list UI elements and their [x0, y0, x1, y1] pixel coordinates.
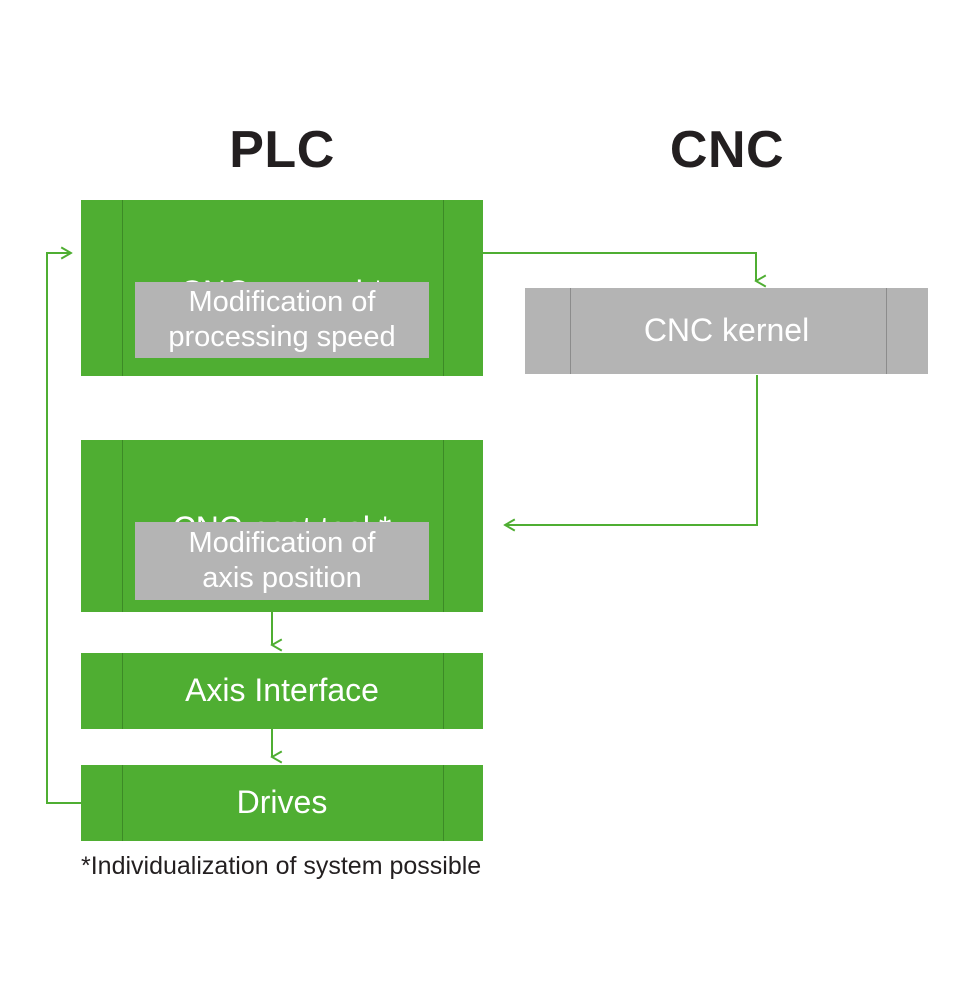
column-heading-plc: PLC — [229, 121, 335, 179]
block-divider-left — [570, 288, 571, 374]
inner-box-label-axis-position: Modification of axis position — [188, 527, 376, 594]
block-divider-right — [443, 440, 444, 612]
inner-box-label-processing-speed: Modification of processing speed — [168, 286, 396, 353]
block-cnc-kernel[interactable]: CNC kernel — [525, 288, 928, 374]
block-title-axis-interface: Axis Interface — [185, 672, 379, 709]
block-divider-right — [886, 288, 887, 374]
column-heading-cnc: CNC — [669, 121, 785, 179]
connector-pre-task-to-kernel — [483, 252, 756, 281]
block-cnc-post-task[interactable]: CNC post task* Modification of axis posi… — [81, 440, 483, 612]
block-divider-left — [122, 440, 123, 612]
block-drives[interactable]: Drives — [81, 765, 483, 841]
block-divider-left — [122, 765, 123, 841]
block-divider-left — [122, 200, 123, 376]
inner-box-modification-of-axis-position[interactable]: Modification of axis position — [135, 522, 429, 600]
footnote-individualization: *Individualization of system possible — [81, 852, 482, 880]
inner-box-modification-of-processing-speed[interactable]: Modification of processing speed — [135, 282, 429, 358]
block-title-cnc-kernel: CNC kernel — [643, 312, 810, 349]
connector-drives-to-pre-task-feedback — [46, 253, 81, 804]
block-axis-interface[interactable]: Axis Interface — [81, 653, 483, 729]
block-divider-right — [443, 765, 444, 841]
connector-kernel-to-post-task — [505, 375, 758, 525]
block-divider-right — [443, 653, 444, 729]
block-title-drives: Drives — [236, 784, 328, 821]
block-divider-right — [443, 200, 444, 376]
block-divider-left — [122, 653, 123, 729]
block-cnc-pre-task[interactable]: CNC pre task* Modification of processing… — [81, 200, 483, 376]
